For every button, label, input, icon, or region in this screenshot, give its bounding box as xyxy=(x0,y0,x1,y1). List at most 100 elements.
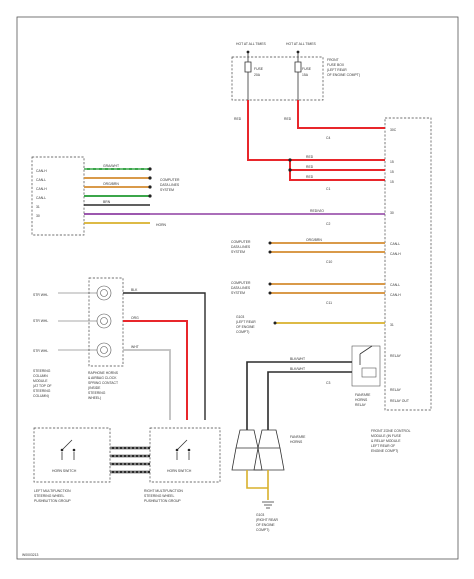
red-wire-branch-3 xyxy=(289,170,340,181)
horn-wires: BLK/WHT BLK/WHT C3 xyxy=(246,357,352,430)
ground-note-3: OF ENGINE xyxy=(236,325,255,329)
left-switch-pole-b xyxy=(72,448,76,452)
fuse-label-1: FUSE xyxy=(254,67,264,71)
left-switch-contact xyxy=(61,439,75,460)
steering-caption-3: MODULE xyxy=(33,379,48,383)
right-switch-caption-3: PUSHBUTTON GROUP xyxy=(144,499,181,503)
right-horn-switch: HORN SWITCH RIGHT MULTIFUNCTION STEERING… xyxy=(144,427,221,503)
right-pin-30: 30 xyxy=(390,211,394,215)
wire-label-gra-whi: GRA/WHT xyxy=(103,164,119,168)
steering-pin-canh-2: CAN-H xyxy=(36,187,47,191)
front-fuse-box: HOT AT ALL TIMES HOT AT ALL TIMES FUSE 2… xyxy=(231,42,360,101)
footer-code: W0003213 xyxy=(22,553,39,557)
right-switch-outline xyxy=(149,427,221,483)
horns-label-1: FANFARE xyxy=(290,435,306,439)
fuse-amp-2: 15A xyxy=(302,73,309,77)
str-whl-1: STR WHL xyxy=(33,293,48,297)
right-can-group-b: COMPUTER DATA LINES SYSTEM C11 xyxy=(231,281,385,305)
comp-data-line3: SYSTEM xyxy=(160,188,174,192)
ground-31-pin xyxy=(273,321,277,325)
horn-ground-symbol xyxy=(262,501,274,509)
spring-caption-2: & AIRBAG CLOCK xyxy=(88,376,117,380)
wire-label-org-brn2: ORG/BRN xyxy=(306,238,322,242)
spring-caption-5: STEERING xyxy=(88,391,106,395)
right-can-group-a: COMPUTER DATA LINES SYSTEM ORG/BRN C10 xyxy=(231,238,385,264)
splice-2 xyxy=(288,168,292,172)
wire-label-org-brn: ORG/BRN xyxy=(103,182,119,186)
fuse-label-2: FUSE xyxy=(302,67,312,71)
left-horn-switch: HORN SWITCH LEFT MULTIFUNCTION STEERING … xyxy=(33,427,111,503)
fuse-1-terminal xyxy=(246,50,250,54)
right-module-outline xyxy=(384,117,432,411)
horn-left-body xyxy=(235,429,259,449)
clock-spring-coil-3 xyxy=(96,342,112,358)
wire-label-blk: BLK xyxy=(131,288,138,292)
fuse-box-note-4: OF ENGINE COMPT) xyxy=(327,73,360,77)
connector-c4: C4 xyxy=(326,136,330,140)
steering-pin-arrow-4 xyxy=(148,194,152,198)
right-switch-contact xyxy=(176,439,190,460)
right-pin-31: 31 xyxy=(390,323,394,327)
spring-wire-white xyxy=(123,349,171,420)
steering-pin-31: 31 xyxy=(36,205,40,209)
right-comp-a-2: DATA LINES xyxy=(231,245,251,249)
right-comp-b-1: COMPUTER xyxy=(231,281,251,285)
wire-label-blk3: BLK/WHT xyxy=(290,367,305,371)
comp-data-line1: COMPUTER xyxy=(160,178,180,182)
right-comp-a-1: COMPUTER xyxy=(231,240,251,244)
right-switch-caption-2: STEERING WHEEL xyxy=(144,494,174,498)
red-wire-fuse1 xyxy=(247,100,290,161)
left-switch-caption-1: LEFT MULTIFUNCTION xyxy=(34,489,71,493)
steering-pin-30: 30 xyxy=(36,214,40,218)
spring-caption-6: WHEEL) xyxy=(88,396,101,400)
hot-label-2: HOT AT ALL TIMES xyxy=(286,42,317,46)
horn-ground-3: OF ENGINE xyxy=(256,523,275,527)
steering-pin-canh-1: CAN-H xyxy=(36,169,47,173)
steering-pin-arrow-3 xyxy=(148,185,152,189)
comp-data-line2: DATA LINES xyxy=(160,183,180,187)
steering-caption-4: (AT TOP OF xyxy=(33,384,52,388)
red-feed-wires: RED RED RED RED RED C4 C1 xyxy=(234,100,340,191)
left-switch-caption-2: STEERING WHEEL xyxy=(34,494,64,498)
wire-label-red-c1: RED xyxy=(306,155,314,159)
wire-label-red-purple: RED/VIO xyxy=(310,209,324,213)
spring-caption-4: (INSIDE xyxy=(88,386,101,390)
steering-can-wires: GRA/WHT ORG/BRN BRN COMPUTER DATA LINES … xyxy=(84,164,180,227)
steering-caption-1: STEERING xyxy=(33,369,51,373)
right-module-caption-3: & RELAY MODULE xyxy=(371,439,401,443)
horn-right-body xyxy=(257,429,281,449)
switch-bundle xyxy=(110,446,150,474)
diagram-frame xyxy=(16,16,459,560)
right-pin-15c: 15 xyxy=(390,180,394,184)
left-switch-caption-3: PUSHBUTTON GROUP xyxy=(34,499,71,503)
relay-label-2: HORNS xyxy=(355,398,368,402)
wire-label-red-a: RED xyxy=(234,117,242,121)
wire-label-brn: BRN xyxy=(103,200,111,204)
spring-wire-black xyxy=(123,292,206,420)
relay-label-3: RELAY xyxy=(355,403,367,407)
splice-1 xyxy=(288,158,292,162)
steering-caption-2: COLUMN xyxy=(33,374,48,378)
relay-coil xyxy=(361,367,377,378)
horn-ground-wire xyxy=(246,470,269,500)
steering-pin-arrow-1 xyxy=(148,167,152,171)
steering-module-outline xyxy=(31,156,85,236)
left-switch-title: HORN SWITCH xyxy=(52,469,77,473)
right-module-caption-1: FRONT ZONE CONTROL xyxy=(371,429,411,433)
right-can-b-pin-2 xyxy=(268,291,272,295)
relay-label-1: FANFARE xyxy=(355,393,371,397)
right-pin-canh-2: CAN-H xyxy=(390,293,401,297)
right-comp-b-3: SYSTEM xyxy=(231,291,245,295)
steering-caption-6: COLUMN) xyxy=(33,394,49,398)
connector-c2: C2 xyxy=(326,222,330,226)
wire-label-red-b: RED xyxy=(284,117,292,121)
fuse-box-note-2: FUSE BOX xyxy=(327,63,345,67)
ground-note-2: (LEFT REAR xyxy=(236,320,256,324)
horn-ground-4: COMPT) xyxy=(256,528,269,532)
clock-spring-coil-2 xyxy=(96,313,112,329)
wire-label-red-c3: RED xyxy=(306,175,314,179)
right-pin-relay-out: RELAY OUT xyxy=(390,399,409,403)
right-pin-15b: 15 xyxy=(390,170,394,174)
red-wire-fuse2 xyxy=(297,100,340,129)
connector-c10: C10 xyxy=(326,260,332,264)
